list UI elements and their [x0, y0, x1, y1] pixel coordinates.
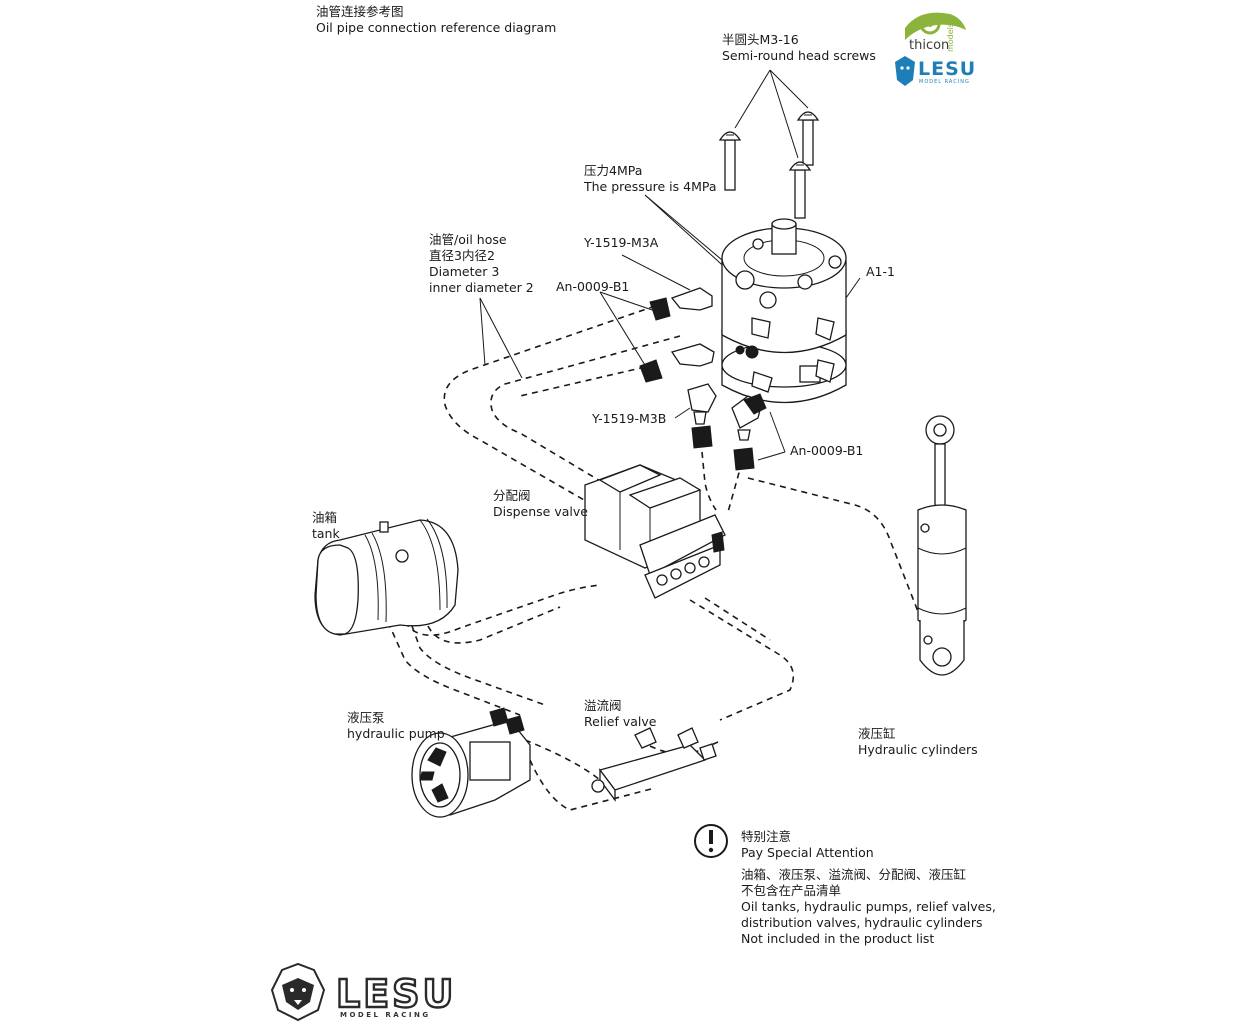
label-an0009-b1-bottom: An-0009-B1	[790, 443, 864, 458]
label-hydraulic-cylinders-cn: 液压缸	[858, 726, 896, 741]
label-pressure: 压力4MPa The pressure is 4MPa	[584, 163, 717, 195]
diagram-title-en: Oil pipe connection reference diagram	[316, 20, 557, 35]
screw-2	[796, 111, 820, 166]
label-oil-hose-cn2: 直径3内径2	[429, 248, 495, 263]
label-oil-hose-en1: Diameter 3	[429, 264, 500, 279]
label-relief-valve-en: Relief valve	[584, 714, 657, 729]
hydraulic-pump	[411, 707, 531, 818]
label-tank-cn: 油箱	[312, 510, 338, 525]
thicon-gear-logo	[905, 12, 966, 41]
label-oil-hose: 油管/oil hose 直径3内径2 Diameter 3 inner diam…	[429, 232, 534, 296]
label-screws-en: Semi-round head screws	[722, 48, 876, 63]
label-relief-valve: 溢流阀 Relief valve	[584, 698, 656, 730]
oil-tank	[314, 518, 459, 636]
exclamation-circle-icon	[694, 824, 728, 858]
lesu-logo-large: LESU	[335, 971, 457, 1017]
attention-title-en: Pay Special Attention	[741, 845, 874, 860]
dispense-valve	[584, 464, 726, 599]
screw-3	[788, 161, 812, 219]
label-oil-hose-cn: 油管/oil hose	[429, 232, 507, 247]
label-pressure-cn: 压力4MPa	[584, 163, 643, 178]
attention-note: 特别注意 Pay Special Attention 油箱、液压泵、溢流阀、分配…	[741, 829, 996, 947]
rotary-joint-a1-1	[721, 218, 847, 404]
attention-line3-en: Oil tanks, hydraulic pumps, relief valve…	[741, 899, 996, 914]
lesu-logo-small: LESU	[918, 58, 977, 80]
label-screws: 半圆头M3-16 Semi-round head screws	[722, 32, 876, 64]
diagram-title-cn: 油管连接参考图	[316, 4, 404, 19]
label-tank-en: tank	[312, 526, 340, 541]
thicon-logo-text: thicon	[909, 38, 950, 53]
attention-line1-cn: 油箱、液压泵、溢流阀、分配阀、液压缸	[741, 867, 967, 882]
hydraulic-cylinder	[917, 415, 967, 676]
label-y1519-m3a: Y-1519-M3A	[584, 235, 659, 250]
label-relief-valve-cn: 溢流阀	[584, 698, 622, 713]
semi-round-head-screws	[718, 111, 820, 219]
attention-line2-cn: 不包含在产品清单	[741, 883, 842, 898]
label-dispense-valve-en: Dispense valve	[493, 504, 588, 519]
label-hydraulic-cylinders-en: Hydraulic cylinders	[858, 742, 978, 757]
oil-hoses	[387, 305, 927, 811]
diagram-title: 油管连接参考图 Oil pipe connection reference di…	[316, 4, 556, 36]
label-tank: 油箱 tank	[312, 510, 340, 542]
lesu-lion-icon-small	[895, 56, 915, 86]
attention-title-cn: 特别注意	[741, 829, 792, 844]
label-oil-hose-en2: inner diameter 2	[429, 280, 534, 295]
label-y1519-m3b: Y-1519-M3B	[592, 411, 667, 426]
label-a1-1: A1-1	[866, 264, 895, 279]
lesu-logo-large-sub: MODEL RACING	[340, 1011, 431, 1019]
attention-line5-en: Not included in the product list	[741, 931, 935, 946]
relief-valve	[591, 727, 717, 802]
label-dispense-valve-cn: 分配阀	[493, 488, 531, 503]
label-screws-cn: 半圆头M3-16	[722, 32, 799, 47]
label-hydraulic-pump: 液压泵 hydraulic pump	[347, 710, 445, 742]
lesu-lion-icon-large	[270, 962, 326, 1022]
label-pressure-en: The pressure is 4MPa	[584, 179, 717, 194]
label-an0009-b1-top: An-0009-B1	[556, 279, 630, 294]
screw-1	[718, 131, 742, 191]
label-hydraulic-cylinders: 液压缸 Hydraulic cylinders	[858, 726, 978, 758]
fittings	[639, 287, 767, 471]
label-hydraulic-pump-cn: 液压泵	[347, 710, 385, 725]
lesu-logo-small-sub: MODEL RACING	[919, 79, 970, 85]
label-dispense-valve: 分配阀 Dispense valve	[493, 488, 588, 520]
label-hydraulic-pump-en: hydraulic pump	[347, 726, 445, 741]
attention-line4-en: distribution valves, hydraulic cylinders	[741, 915, 983, 930]
thicon-models-text: models	[946, 22, 955, 52]
